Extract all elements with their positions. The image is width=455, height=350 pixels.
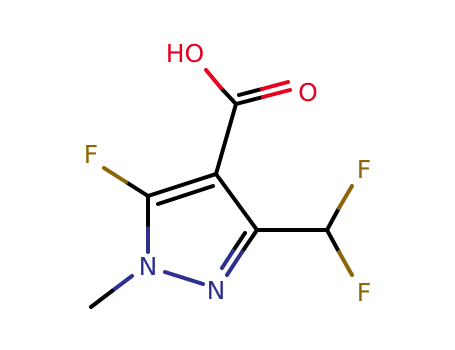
bond-cf2-fa-gold bbox=[337, 184, 354, 210]
fluorine-a-label: F bbox=[357, 155, 371, 184]
bond-n1-methyl-black bbox=[89, 289, 114, 309]
bond-c3-n2-inner-black bbox=[231, 231, 247, 253]
bond-c5-f-black bbox=[124, 180, 150, 198]
carboxyl-group-bonds bbox=[204, 68, 292, 176]
substituent-bonds bbox=[89, 166, 354, 309]
bond-ccarboxyl-o-2-red bbox=[260, 80, 290, 91]
fluorine-b-label: F bbox=[357, 278, 371, 307]
carbonyl-oxygen-label: O bbox=[298, 78, 318, 107]
bond-ccarboxyl-oh-red bbox=[204, 68, 223, 90]
bond-n1-methyl-blue bbox=[110, 274, 134, 293]
nitrogen-1-label: N bbox=[139, 252, 158, 281]
bond-c4-c3 bbox=[214, 172, 259, 232]
atom-labels: HO O F F F N N bbox=[84, 39, 371, 307]
bond-ccarboxyl-o-2-black bbox=[237, 87, 264, 97]
bond-cf2-fa-black bbox=[325, 206, 341, 232]
bond-ccarboxyl-o-1-black bbox=[234, 95, 265, 106]
bond-cf2-fb-gold bbox=[337, 250, 354, 277]
hydroxyl-oxygen-label: HO bbox=[166, 39, 204, 68]
bond-c3-n2-black bbox=[240, 228, 259, 254]
bond-c5-c4-inner bbox=[156, 184, 215, 206]
bond-c4-ccarboxyl bbox=[214, 102, 238, 176]
nitrogen-2-label: N bbox=[207, 276, 226, 305]
fluorine-5-label: F bbox=[84, 140, 98, 169]
bond-c3-n2-blue bbox=[225, 250, 244, 277]
bond-c5-f-gold bbox=[102, 166, 128, 184]
pyrazole-ring-bonds bbox=[146, 172, 259, 286]
bond-c5-c4 bbox=[146, 172, 218, 198]
bond-cf2-fb-black bbox=[325, 228, 341, 254]
bond-ccarboxyl-o-1-red bbox=[261, 88, 292, 99]
bond-c3-n2-inner-blue bbox=[220, 249, 235, 270]
bond-n2-n1 bbox=[163, 270, 205, 286]
bond-ccarboxyl-oh-black bbox=[219, 86, 238, 106]
